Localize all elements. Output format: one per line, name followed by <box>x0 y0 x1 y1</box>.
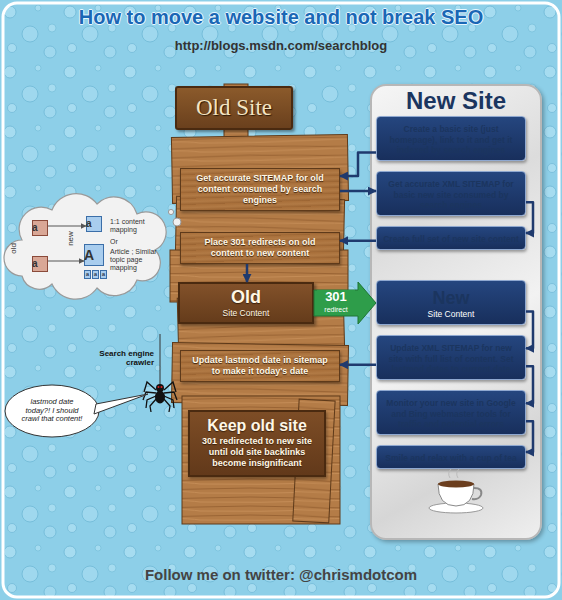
new-site-panel: New SiteCreate a basic site (just homepa… <box>370 84 542 540</box>
process-box: Get accurate XML SITEMAP for basic new s… <box>376 171 526 216</box>
sub-page-box: a <box>92 270 99 279</box>
step-plank: Update lastmod date in sitemap to make i… <box>180 350 340 382</box>
crawler-label: Search engine crawler <box>82 349 154 367</box>
node-text: Update XML SITEMAP for new site with ful… <box>382 340 520 375</box>
old-page-box: a <box>32 220 48 236</box>
flow-arrow <box>340 240 376 243</box>
step-plank: Place 301 redirects on old content to ne… <box>180 232 340 264</box>
axis-label: new <box>66 231 75 246</box>
node-text: Create a basic site (just homepage), lin… <box>382 121 520 156</box>
node-text: Site Content <box>382 309 520 320</box>
step-plank: Get accurate SITEMAP for old content con… <box>180 168 340 211</box>
process-box: Monitor your new site in Google and Bing… <box>376 390 526 435</box>
node-text: Old Site <box>175 86 293 130</box>
mapping-arrow <box>48 226 86 227</box>
node-text: Update lastmod date in sitemap to make i… <box>187 355 333 377</box>
node-text: a <box>86 216 92 232</box>
node-text: Get accurate XML SITEMAP for basic new s… <box>382 176 520 211</box>
node-text: Site Content <box>185 308 307 319</box>
mapping-arrow <box>48 261 84 262</box>
bubble-ellipse <box>5 385 99 437</box>
process-box: Smile and relax with a cup of tea <box>376 445 526 469</box>
node-text: Place 301 redirects on old content to ne… <box>187 237 333 259</box>
process-box: Update XML SITEMAP for new site with ful… <box>376 335 526 380</box>
sub-page-box: a <box>84 270 91 279</box>
redirect-arrow <box>314 282 376 324</box>
diagram-caption: Follow me on twitter: @chrismdotcom <box>0 566 562 583</box>
source-url: http://blogs.msdn.com/searchblog <box>0 38 562 53</box>
node-text: lastmod date today?! I should crawl that… <box>18 398 86 424</box>
speech-tail <box>94 394 148 414</box>
node-text: Create full set of new site content <box>382 231 520 245</box>
axis-label: old <box>9 243 18 254</box>
diagram-title: How to move a website and not break SEO <box>0 6 562 29</box>
content-box: NewSite Content <box>376 280 526 325</box>
node-text: 301 redirected to new site until old sit… <box>196 436 318 469</box>
cloud-path <box>4 194 166 300</box>
node-text: 1:1 content mapping <box>110 218 158 234</box>
node-text: A <box>84 244 94 266</box>
node-text: Or <box>110 238 140 246</box>
speech-bubble: lastmod date today?! I should crawl that… <box>4 384 100 438</box>
flow-arrow <box>340 364 376 367</box>
flow-arrow <box>246 264 249 282</box>
node-text: Article ; Similar topic page mapping <box>110 248 162 272</box>
edge-label: 301 <box>317 290 355 304</box>
flow-arrow <box>340 190 376 193</box>
process-box: Create full set of new site content <box>376 226 526 250</box>
node-text: Keep old site <box>196 416 318 436</box>
mapping-cloud: 1:1 content mappingOrArticle ; Similar t… <box>2 196 174 300</box>
node-text: Monitor your new site in Google and Bing… <box>382 395 520 430</box>
old-site-sign: Old Site <box>175 86 293 130</box>
node-text: New <box>382 285 520 309</box>
keep-plank: Keep old site301 redirected to new site … <box>188 410 326 477</box>
redirect-label: redirect <box>317 305 355 314</box>
spider-crawler <box>143 334 177 412</box>
content-plank: OldSite Content <box>178 282 314 324</box>
old-page-box: a <box>32 256 48 272</box>
new-page-box: a <box>86 216 102 232</box>
sub-page-box: a <box>100 270 107 279</box>
thought-bubbles <box>168 209 181 226</box>
node-text: New Site <box>370 84 542 115</box>
node-text: a <box>32 220 38 236</box>
node-text: Smile and relax with a cup of tea <box>382 450 520 464</box>
node-text: Old <box>185 287 307 308</box>
new-article-box: A <box>84 244 104 266</box>
node-text: a <box>32 256 38 272</box>
process-box: Create a basic site (just homepage), lin… <box>376 116 526 161</box>
node-text: Get accurate SITEMAP for old content con… <box>187 173 333 206</box>
